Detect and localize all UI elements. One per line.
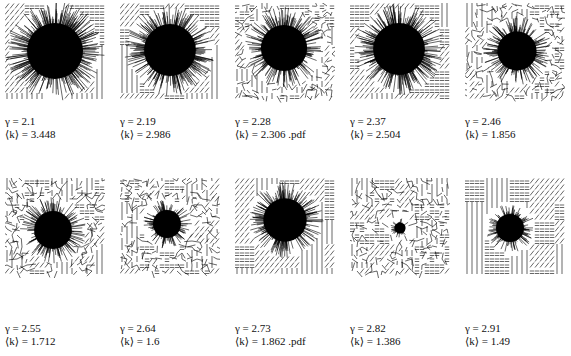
network-plot bbox=[350, 178, 450, 278]
network-edges bbox=[120, 4, 219, 100]
network-plot bbox=[465, 3, 565, 103]
parameter-label: γ = 2.19 bbox=[120, 115, 156, 128]
hub-core bbox=[153, 210, 181, 238]
hub-core bbox=[373, 23, 425, 75]
hub-core bbox=[34, 211, 72, 249]
parameter-label: ⟨k⟩ = 1.712 bbox=[5, 335, 56, 348]
hub-core bbox=[496, 214, 524, 242]
network-edges bbox=[120, 178, 220, 278]
network-edges bbox=[350, 178, 450, 278]
parameter-label: ⟨k⟩ = 1.386 bbox=[350, 335, 401, 348]
parameter-label: γ = 2.91 bbox=[465, 322, 501, 335]
network-plot bbox=[465, 178, 565, 278]
parameter-label: ⟨k⟩ = 2.306 .pdf bbox=[235, 128, 306, 141]
network-edges bbox=[465, 3, 565, 101]
parameter-label: γ = 2.73 bbox=[235, 322, 271, 335]
network-plot bbox=[120, 3, 220, 103]
network-edges bbox=[235, 3, 335, 103]
hub-core bbox=[394, 222, 405, 233]
network-plot bbox=[235, 178, 335, 278]
parameter-label: γ = 2.1 bbox=[5, 115, 35, 128]
parameter-label: ⟨k⟩ = 1.862 .pdf bbox=[235, 335, 306, 348]
hub-core bbox=[497, 31, 536, 70]
network-plot bbox=[5, 178, 105, 278]
hub-core bbox=[261, 25, 307, 71]
parameter-label: γ = 2.46 bbox=[465, 115, 501, 128]
parameter-label: γ = 2.82 bbox=[350, 322, 386, 335]
parameter-label: γ = 2.37 bbox=[350, 115, 386, 128]
parameter-label: ⟨k⟩ = 3.448 bbox=[5, 128, 56, 141]
parameter-label: γ = 2.55 bbox=[5, 322, 41, 335]
network-edges bbox=[235, 178, 334, 274]
parameter-label: ⟨k⟩ = 1.856 bbox=[465, 128, 516, 141]
hub-core bbox=[27, 23, 83, 79]
network-plot bbox=[120, 178, 220, 278]
parameter-label: γ = 2.28 bbox=[235, 115, 271, 128]
parameter-label: ⟨k⟩ = 1.49 bbox=[465, 335, 510, 348]
network-plot bbox=[5, 3, 105, 103]
network-plot bbox=[235, 3, 335, 103]
network-edges bbox=[5, 3, 104, 100]
network-plot bbox=[350, 3, 450, 103]
parameter-label: γ = 2.64 bbox=[120, 322, 156, 335]
hub-core bbox=[263, 198, 306, 241]
parameter-label: ⟨k⟩ = 2.504 bbox=[350, 128, 401, 141]
parameter-label: ⟨k⟩ = 2.986 bbox=[120, 128, 171, 141]
network-edges bbox=[5, 178, 105, 278]
hub-core bbox=[144, 24, 196, 76]
network-edges bbox=[350, 3, 449, 99]
parameter-label: ⟨k⟩ = 1.6 bbox=[120, 335, 160, 348]
network-edges bbox=[465, 178, 564, 274]
